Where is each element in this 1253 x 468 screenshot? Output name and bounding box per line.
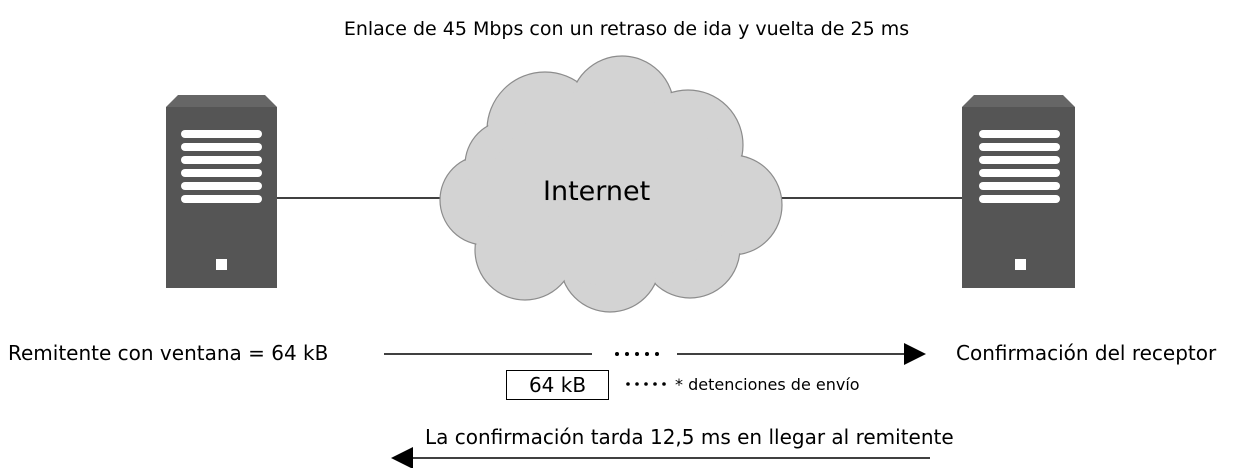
server-icon-right (962, 95, 1075, 288)
arrow-right (904, 343, 926, 365)
forward-arrow (384, 343, 926, 365)
diagram-title: Enlace de 45 Mbps con un retraso de ida … (343, 18, 910, 40)
packet-box: 64 kB (506, 370, 609, 400)
return-arrow (391, 447, 930, 468)
arrow-left (391, 447, 413, 468)
return-label: La confirmación tarda 12,5 ms en llegar … (425, 425, 954, 449)
pause-label: * detenciones de envío (675, 375, 860, 394)
cloud-fill (441, 57, 781, 311)
receiver-label: Confirmación del receptor (956, 341, 1217, 365)
cloud-label: Internet (543, 176, 651, 207)
pause-dots (626, 382, 666, 386)
server-icon-left (166, 95, 277, 288)
sender-label: Remitente con ventana = 64 kB (8, 341, 329, 365)
